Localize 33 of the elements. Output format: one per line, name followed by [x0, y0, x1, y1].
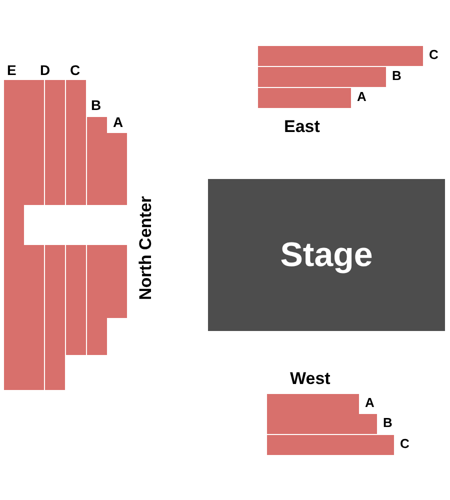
seating-row — [267, 435, 395, 456]
seating-row — [24, 245, 45, 391]
row-letter: E — [7, 63, 16, 77]
seating-row — [45, 80, 66, 206]
row-letter: B — [91, 98, 102, 112]
seating-row — [267, 414, 378, 435]
seating-row — [258, 67, 387, 88]
section-label: East — [284, 118, 320, 135]
row-letter: A — [365, 396, 374, 409]
stage-label: Stage — [280, 236, 373, 274]
seating-row — [107, 245, 128, 319]
seating-row — [267, 394, 360, 415]
row-letter: A — [113, 115, 124, 129]
seating-row — [258, 88, 352, 109]
row-letter: B — [392, 69, 402, 82]
seating-row — [258, 46, 424, 67]
seating-row — [66, 245, 87, 356]
row-letter: D — [40, 63, 50, 77]
row-letter: C — [70, 63, 80, 77]
section-label: North Center — [137, 196, 154, 300]
row-letter: A — [357, 90, 366, 103]
seating-row — [87, 117, 108, 206]
stage-area — [208, 179, 445, 331]
seating-row — [4, 80, 25, 391]
seating-row — [24, 80, 45, 206]
section-label: West — [290, 370, 330, 387]
seating-row — [45, 245, 66, 391]
row-letter: C — [429, 48, 438, 61]
row-letter: B — [383, 416, 392, 429]
seating-row — [66, 80, 87, 206]
seating-row — [87, 245, 108, 356]
row-letter: C — [400, 437, 410, 450]
seating-row — [107, 133, 128, 206]
